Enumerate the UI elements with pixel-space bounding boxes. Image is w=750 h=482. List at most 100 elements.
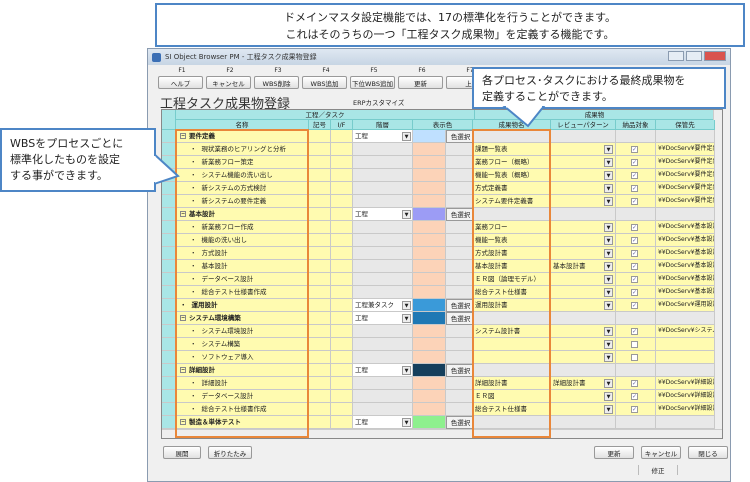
name-cell[interactable]: ・新システムの方式検討: [176, 182, 309, 195]
deliver-target-cell[interactable]: ✓: [616, 299, 656, 312]
name-cell[interactable]: −基本設計: [176, 208, 309, 221]
table-row[interactable]: ・ソフトウェア導入▼: [162, 351, 722, 364]
storage-cell[interactable]: ¥¥DocServ¥基本設計: [656, 273, 715, 286]
review-pattern-cell[interactable]: ▼: [551, 338, 616, 351]
table-row[interactable]: ・システム構築▼: [162, 338, 722, 351]
chevron-down-icon[interactable]: ▼: [604, 236, 613, 245]
review-pattern-cell[interactable]: [551, 416, 616, 429]
if-cell[interactable]: [331, 351, 353, 364]
chevron-down-icon[interactable]: ▼: [604, 340, 613, 349]
name-cell[interactable]: −製造＆単体テスト: [176, 416, 309, 429]
deliverable-name-cell[interactable]: 課題一覧表: [473, 143, 551, 156]
table-row[interactable]: ・基本設計基本設計書基本設計書▼✓¥¥DocServ¥基本設計: [162, 260, 722, 273]
review-pattern-cell[interactable]: ▼: [551, 325, 616, 338]
name-cell[interactable]: ・新業務フロー策定: [176, 156, 309, 169]
if-cell[interactable]: [331, 143, 353, 156]
name-cell[interactable]: ・現状業務のヒアリングと分析: [176, 143, 309, 156]
if-cell[interactable]: [331, 273, 353, 286]
color-select-button[interactable]: 色選択: [446, 299, 473, 312]
color-select-button[interactable]: 色選択: [446, 312, 473, 325]
chevron-down-icon[interactable]: ▼: [402, 418, 411, 427]
symbol-cell[interactable]: [309, 143, 331, 156]
toolbar-button[interactable]: 下位WBS追加: [350, 76, 395, 89]
minimize-button[interactable]: [668, 51, 684, 61]
review-pattern-cell[interactable]: ▼: [551, 286, 616, 299]
column-header[interactable]: 保管先: [656, 120, 715, 130]
storage-cell[interactable]: ¥¥DocServ¥基本設計: [656, 260, 715, 273]
name-cell[interactable]: −詳細設計: [176, 364, 309, 377]
name-cell[interactable]: ・基本設計: [176, 260, 309, 273]
name-cell[interactable]: ・機能の洗い出し: [176, 234, 309, 247]
deliverable-name-cell[interactable]: [473, 208, 551, 221]
chevron-down-icon[interactable]: ▼: [402, 314, 411, 323]
storage-cell[interactable]: ¥¥DocServ¥基本設計: [656, 234, 715, 247]
storage-cell[interactable]: [656, 338, 715, 351]
horizontal-scrollbar[interactable]: [162, 429, 722, 438]
toolbar-button[interactable]: ヘルプ: [158, 76, 203, 89]
symbol-cell[interactable]: [309, 416, 331, 429]
row-header[interactable]: [162, 273, 176, 286]
row-header[interactable]: [162, 234, 176, 247]
review-pattern-cell[interactable]: ▼: [551, 195, 616, 208]
collapse-icon[interactable]: −: [180, 315, 186, 321]
if-cell[interactable]: [331, 312, 353, 325]
if-cell[interactable]: [331, 299, 353, 312]
review-pattern-cell[interactable]: ▼: [551, 403, 616, 416]
review-pattern-cell[interactable]: ▼: [551, 351, 616, 364]
if-cell[interactable]: [331, 260, 353, 273]
review-pattern-cell[interactable]: [551, 130, 616, 143]
deliver-checkbox[interactable]: ✓: [631, 198, 638, 205]
chevron-down-icon[interactable]: ▼: [604, 379, 613, 388]
column-header[interactable]: レビューパターン: [551, 120, 616, 130]
toolbar-button[interactable]: WBS削除: [254, 76, 299, 89]
deliverable-name-cell[interactable]: 方式定義書: [473, 182, 551, 195]
review-pattern-cell[interactable]: ▼: [551, 247, 616, 260]
table-row[interactable]: −製造＆単体テスト工程▼色選択: [162, 416, 722, 429]
deliver-target-cell[interactable]: ✓: [616, 403, 656, 416]
row-header[interactable]: [162, 130, 176, 143]
storage-cell[interactable]: ¥¥DocServ¥要件定義: [656, 195, 715, 208]
chevron-down-icon[interactable]: ▼: [604, 262, 613, 271]
deliver-checkbox[interactable]: ✓: [631, 302, 638, 309]
deliver-target-cell[interactable]: [616, 364, 656, 377]
row-header[interactable]: [162, 351, 176, 364]
deliver-target-cell[interactable]: ✓: [616, 260, 656, 273]
review-pattern-cell[interactable]: [551, 312, 616, 325]
expand-button[interactable]: 展開: [163, 446, 201, 459]
table-row[interactable]: ・システム機能の洗い出し機能一覧表（概略）▼✓¥¥DocServ¥要件定義: [162, 169, 722, 182]
deliver-target-cell[interactable]: ✓: [616, 143, 656, 156]
storage-cell[interactable]: [656, 312, 715, 325]
storage-cell[interactable]: ¥¥DocServ¥詳細設計: [656, 390, 715, 403]
symbol-cell[interactable]: [309, 325, 331, 338]
erp-customize-link[interactable]: ERPカスタマイズ: [353, 99, 405, 107]
name-cell[interactable]: ・方式設計: [176, 247, 309, 260]
storage-cell[interactable]: ¥¥DocServ¥基本設計: [656, 221, 715, 234]
table-row[interactable]: ・総合テスト仕様書作成総合テスト仕様書▼✓¥¥DocServ¥詳細設計: [162, 403, 722, 416]
storage-cell[interactable]: ¥¥DocServ¥詳細設計: [656, 403, 715, 416]
review-pattern-cell[interactable]: ▼: [551, 169, 616, 182]
if-cell[interactable]: [331, 338, 353, 351]
level-cell[interactable]: 工程▼: [353, 364, 413, 377]
level-cell[interactable]: 工程▼: [353, 130, 413, 143]
color-select-button[interactable]: 色選択: [446, 130, 473, 143]
review-pattern-cell[interactable]: ▼: [551, 390, 616, 403]
row-header[interactable]: [162, 260, 176, 273]
deliver-target-cell[interactable]: ✓: [616, 182, 656, 195]
toolbar-button[interactable]: WBS追加: [302, 76, 347, 89]
name-cell[interactable]: ・新業務フロー作成: [176, 221, 309, 234]
deliverable-name-cell[interactable]: 方式設計書: [473, 247, 551, 260]
deliver-checkbox[interactable]: ✓: [631, 224, 638, 231]
if-cell[interactable]: [331, 156, 353, 169]
deliver-checkbox[interactable]: ✓: [631, 380, 638, 387]
deliverable-name-cell[interactable]: [473, 338, 551, 351]
if-cell[interactable]: [331, 390, 353, 403]
chevron-down-icon[interactable]: ▼: [604, 158, 613, 167]
collapse-icon[interactable]: −: [180, 419, 186, 425]
level-cell[interactable]: 工程▼: [353, 416, 413, 429]
table-row[interactable]: ・方式設計方式設計書▼✓¥¥DocServ¥基本設計: [162, 247, 722, 260]
chevron-down-icon[interactable]: ▼: [604, 145, 613, 154]
storage-cell[interactable]: ¥¥DocServ¥要件定義: [656, 156, 715, 169]
storage-cell[interactable]: ¥¥DocServ¥要件定義: [656, 143, 715, 156]
deliver-checkbox[interactable]: ✓: [631, 172, 638, 179]
